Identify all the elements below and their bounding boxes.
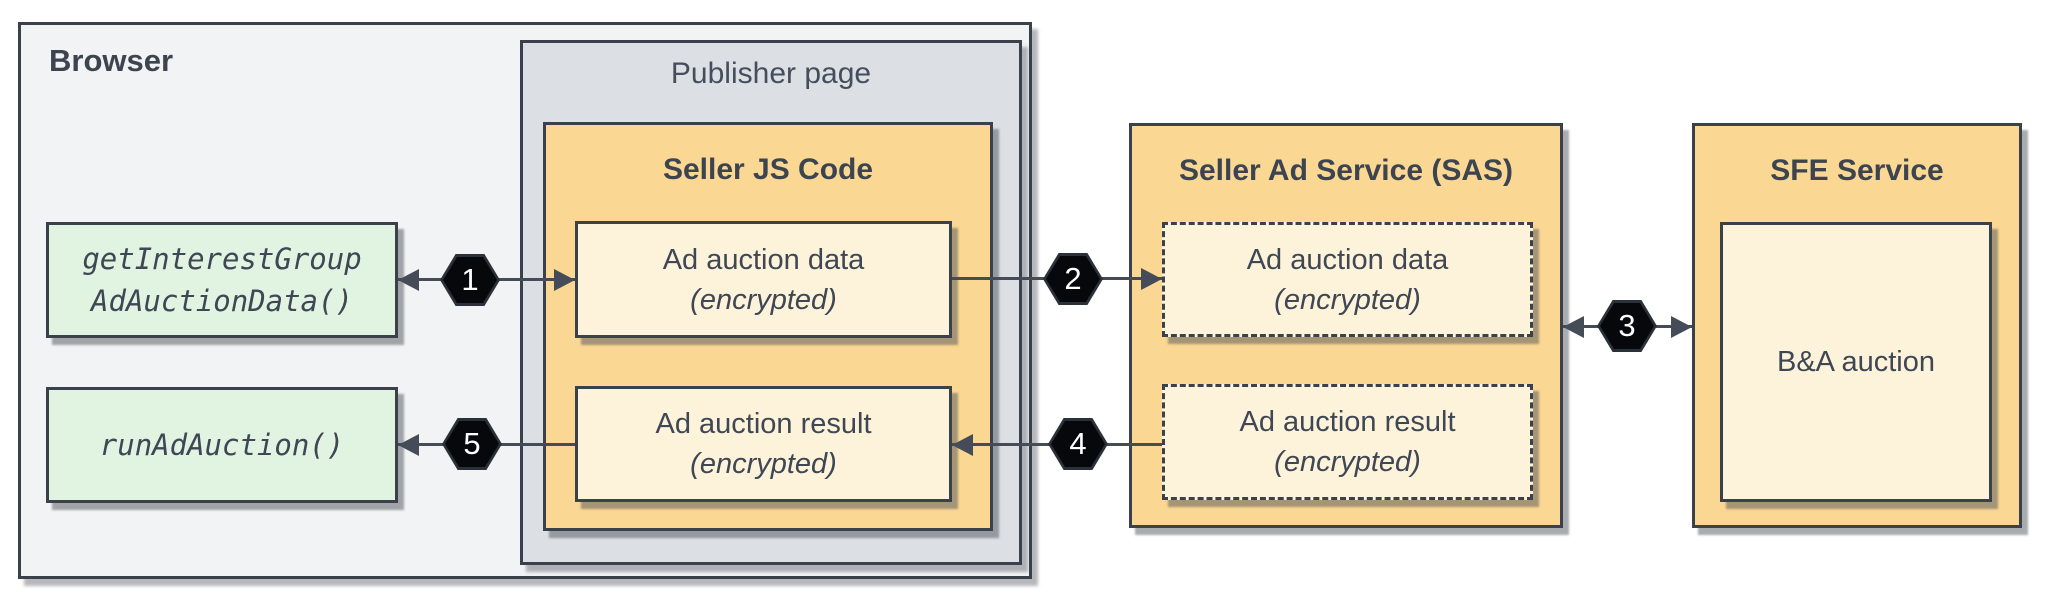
sas-ad-auction-result-box: Ad auction result (encrypted) — [1162, 384, 1533, 500]
step-3-hexagon: 3 — [1597, 300, 1657, 352]
browser-label: Browser — [49, 43, 174, 78]
step-2-hexagon: 2 — [1043, 253, 1103, 305]
sas-ad-auction-data-box: Ad auction data (encrypted) — [1162, 222, 1533, 337]
js-ad-auction-result-label: Ad auction result — [655, 408, 872, 440]
sas-ad-auction-result-encrypted-label: (encrypted) — [1274, 446, 1421, 478]
arrow-right-icon — [554, 269, 575, 291]
js-ad-auction-data-box: Ad auction data (encrypted) — [575, 221, 952, 338]
get-interest-group-line2: AdAuctionData() — [91, 284, 353, 318]
sas-ad-auction-data-label: Ad auction data — [1246, 243, 1449, 276]
ba-auction-box: B&A auction — [1720, 222, 1992, 502]
get-interest-group-box: getInterestGroup AdAuctionData() — [46, 222, 398, 338]
step-2-number: 2 — [1046, 256, 1100, 302]
step-4-hexagon: 4 — [1048, 418, 1108, 470]
arrow-right-icon — [1141, 268, 1162, 290]
get-interest-group-line1: getInterestGroup — [82, 242, 362, 276]
arrow-right-icon — [1671, 316, 1692, 338]
step-3-number: 3 — [1600, 303, 1654, 349]
js-ad-auction-data-label: Ad auction data — [662, 243, 865, 276]
step-4-number: 4 — [1051, 421, 1105, 467]
sas-title: Seller Ad Service (SAS) — [1178, 154, 1514, 187]
js-ad-auction-result-box: Ad auction result (encrypted) — [575, 386, 952, 502]
arrow-left-icon — [398, 434, 419, 456]
seller-js-code-title: Seller JS Code — [662, 153, 874, 186]
sas-ad-auction-result-label: Ad auction result — [1239, 406, 1456, 438]
js-ad-auction-result-encrypted-label: (encrypted) — [690, 448, 837, 480]
run-ad-auction-box: runAdAuction() — [46, 387, 398, 503]
step-5-number: 5 — [445, 421, 499, 467]
arrow-left-icon — [952, 434, 973, 456]
ba-auction-label: B&A auction — [1777, 346, 1935, 378]
arrow-left-icon — [398, 269, 419, 291]
step-1-number: 1 — [443, 257, 497, 303]
run-ad-auction-label: runAdAuction() — [99, 428, 345, 462]
publisher-page-label: Publisher page — [670, 57, 872, 90]
js-ad-auction-data-encrypted-label: (encrypted) — [690, 283, 837, 316]
sas-ad-auction-data-encrypted-label: (encrypted) — [1274, 283, 1421, 316]
sfe-title: SFE Service — [1770, 154, 1944, 187]
arrow-left-icon — [1563, 316, 1584, 338]
